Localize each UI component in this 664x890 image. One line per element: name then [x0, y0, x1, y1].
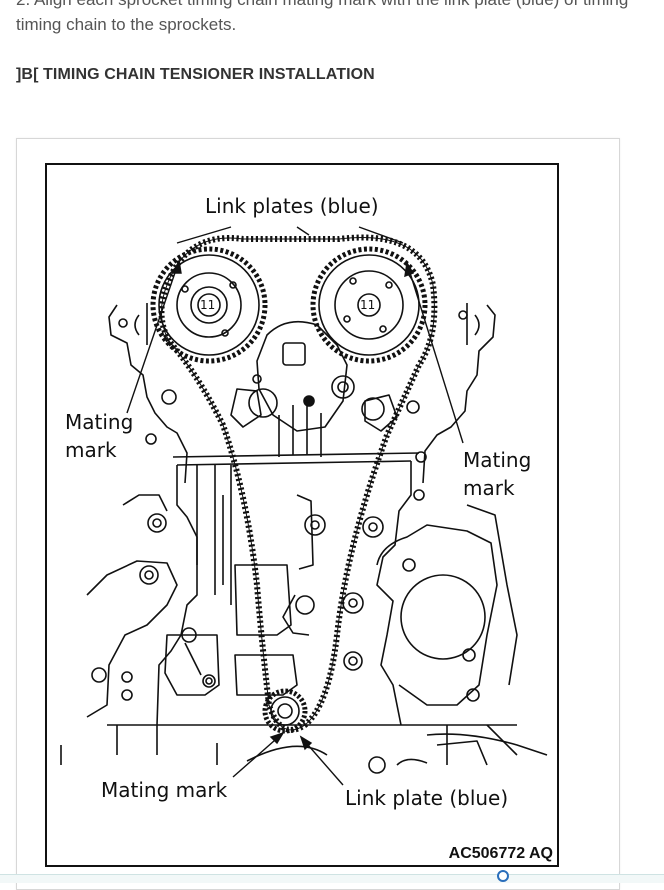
bottom-bar	[0, 874, 664, 883]
label-mating-mark-right-line1: Mating	[463, 448, 532, 472]
left-sprocket-bolt-number: 11	[200, 298, 216, 312]
scroll-to-top-icon[interactable]	[497, 870, 509, 882]
label-link-plates-top: Link plates (blue)	[205, 194, 379, 218]
figure-code: AC506772 AQ	[448, 845, 553, 862]
label-mating-mark-right-line2: mark	[463, 476, 515, 500]
label-mating-mark-left-line1: Mating	[65, 410, 134, 434]
instruction-step-continuation: timing chain to the sprockets.	[16, 15, 237, 34]
section-heading: ]B[ TIMING CHAIN TENSIONER INSTALLATION	[16, 66, 375, 83]
instruction-step-text: 2. Align each sprocket timing chain mati…	[16, 0, 664, 10]
right-sprocket-bolt-number: 11	[360, 298, 376, 312]
engine-line-drawing	[60, 226, 548, 786]
label-mating-mark-left-line2: mark	[65, 438, 117, 462]
timing-chain-diagram: Link plates (blue) Mating mark Mating ma…	[45, 163, 559, 867]
label-link-plate-bottom: Link plate (blue)	[345, 786, 509, 810]
label-mating-mark-bottom: Mating mark	[101, 778, 228, 802]
